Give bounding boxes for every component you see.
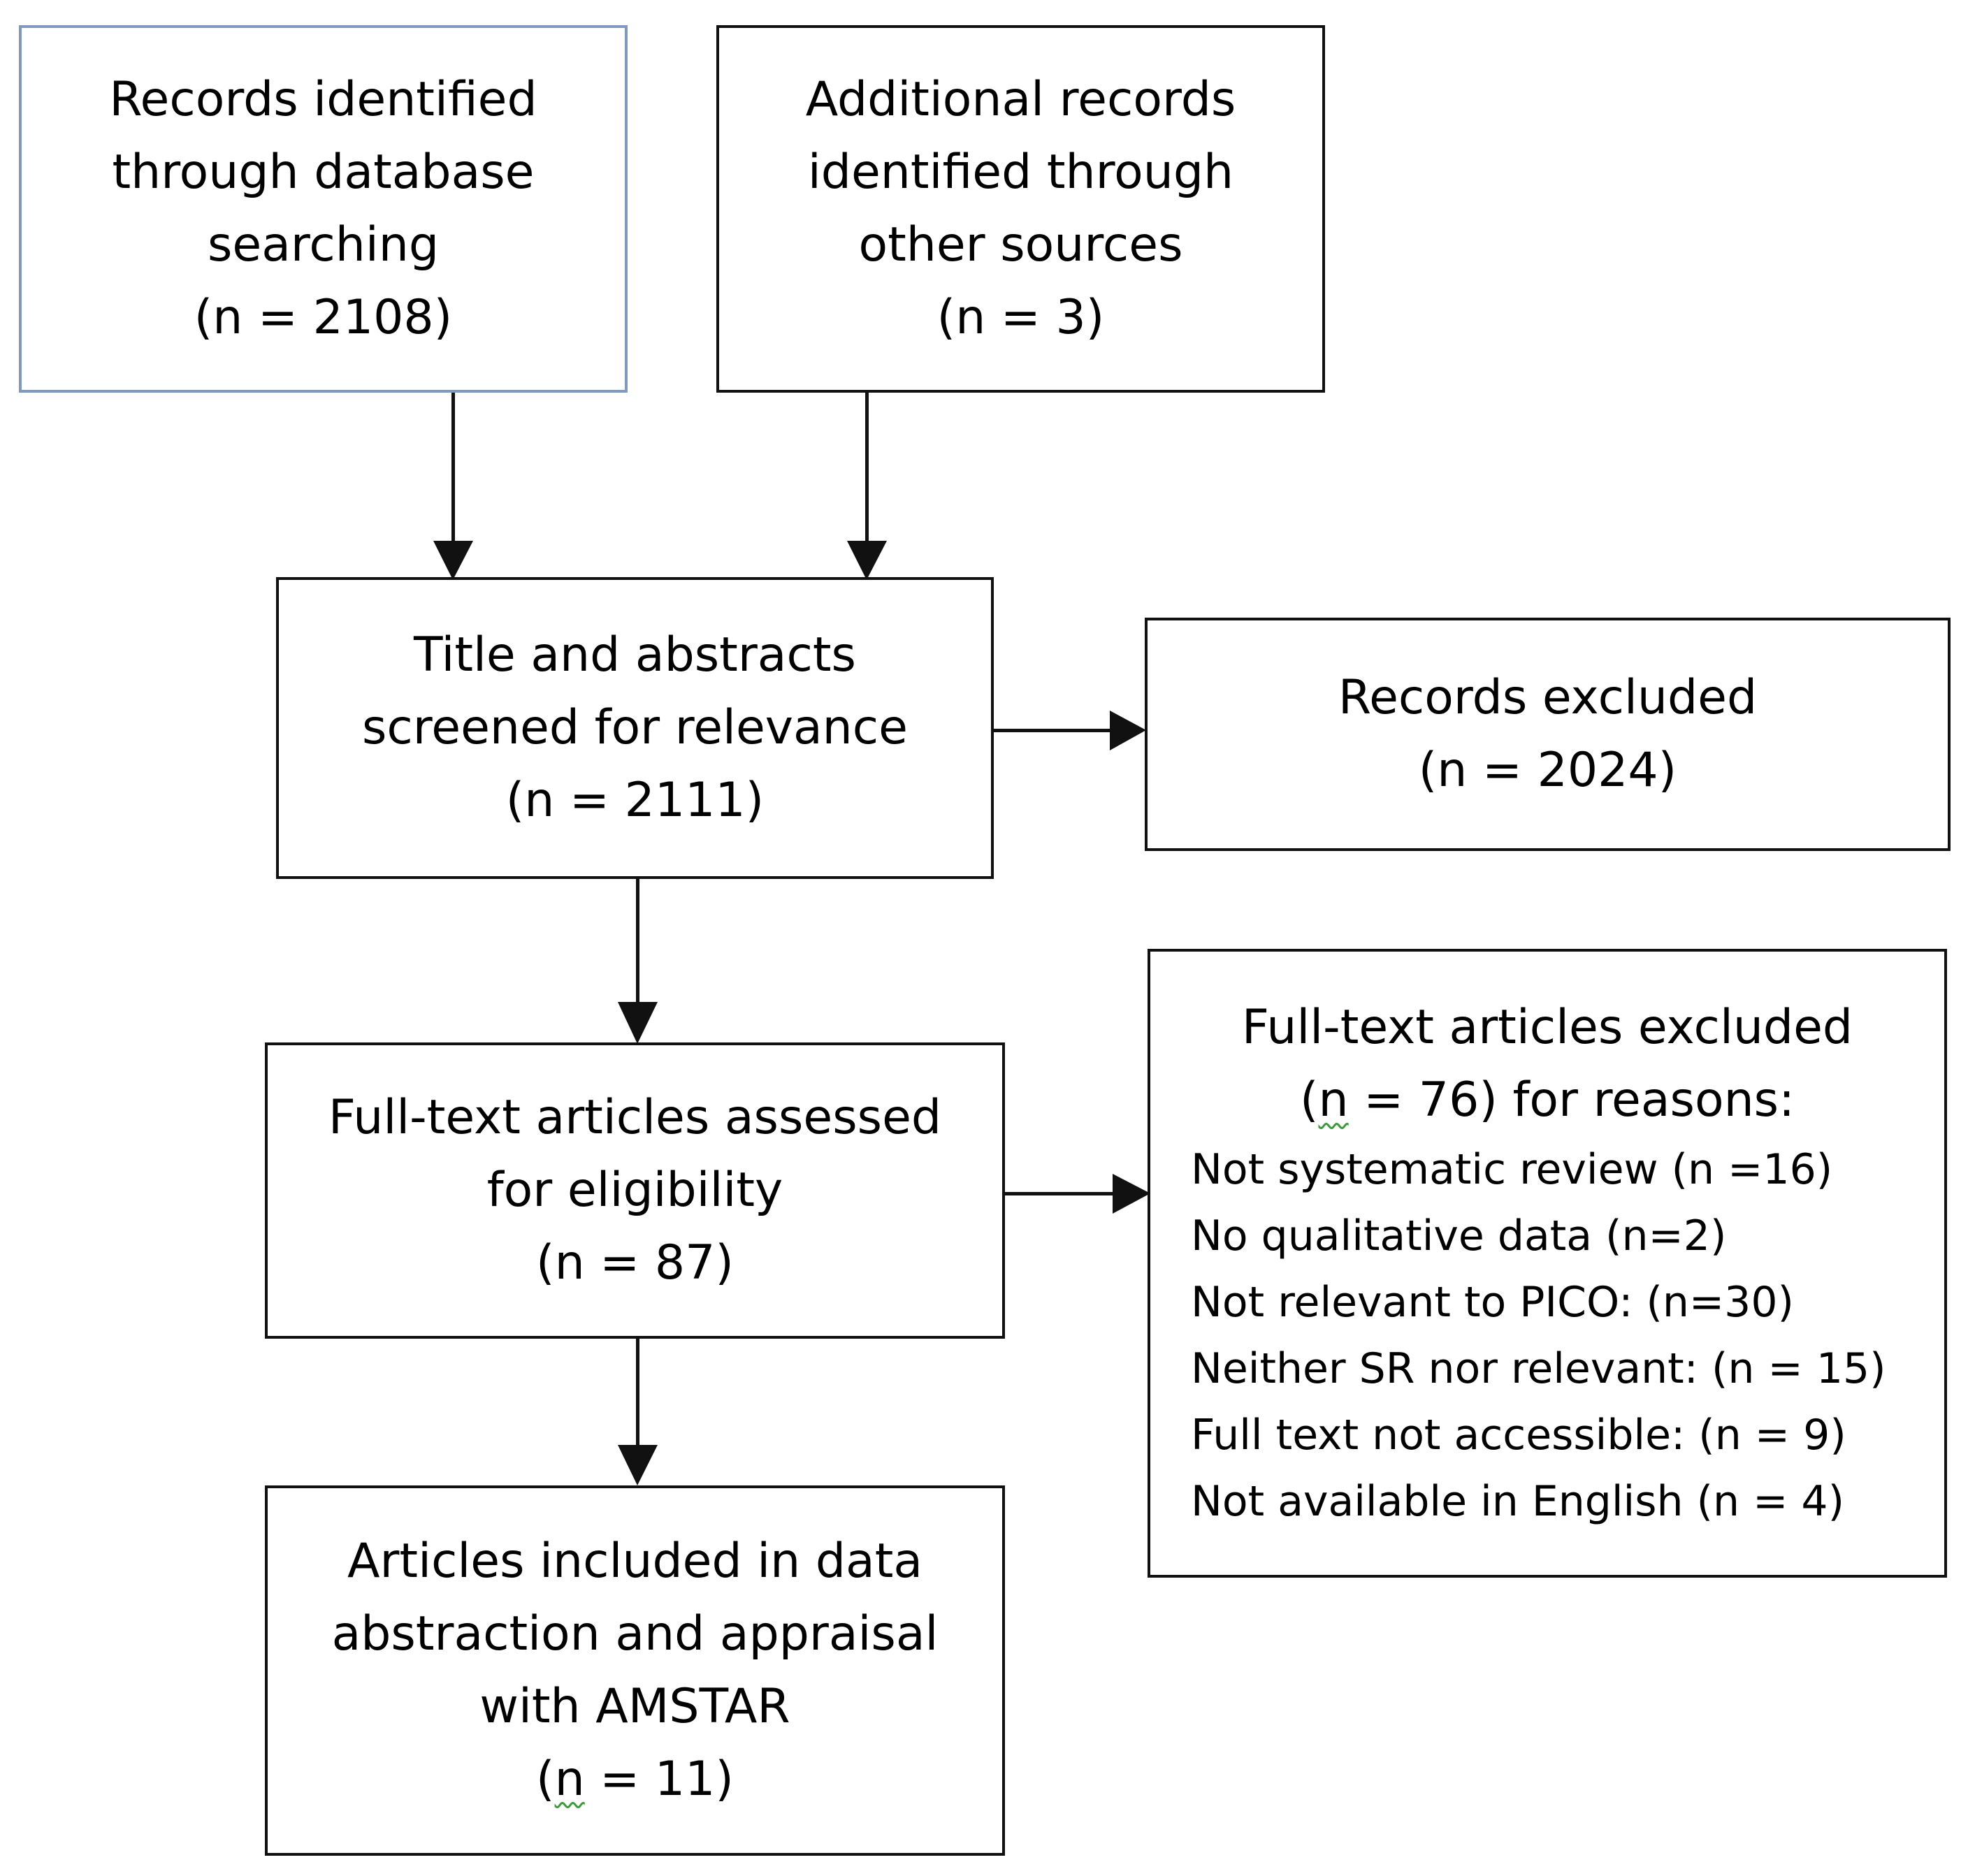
arrow-database-to-screening-head: [433, 541, 473, 580]
included-line-2: abstraction and appraisal: [331, 1606, 939, 1662]
arrow-database-to-screening-shaft: [451, 393, 455, 544]
exclusion-reason: Neither SR nor relevant: (n = 15): [1191, 1344, 1886, 1393]
exclusion-reason: Not available in English (n = 4): [1191, 1477, 1845, 1526]
exclusion-reason: Full text not accessible: (n = 9): [1191, 1411, 1846, 1460]
included-count-open: (: [536, 1752, 555, 1807]
full-text-assessed-count: (n = 87): [536, 1235, 734, 1290]
records-excluded-count: (n = 2024): [1418, 743, 1677, 798]
arrow-assessed-to-fulltext-excluded-shaft: [1005, 1192, 1117, 1195]
included-count-rest: = 11): [584, 1752, 734, 1807]
full-text-excluded-count-rest: = 76) for reasons:: [1348, 1072, 1795, 1128]
database-records-count: (n = 2108): [194, 290, 453, 345]
included-line-1: Articles included in data: [347, 1534, 923, 1589]
arrow-assessed-to-fulltext-excluded-head: [1113, 1174, 1150, 1214]
screening-box: Title and abstracts screened for relevan…: [276, 577, 994, 879]
exclusion-reason: Not relevant to PICO: (n=30): [1191, 1278, 1794, 1327]
arrow-other-to-screening-shaft: [865, 393, 869, 544]
other-records-line-3: other sources: [858, 217, 1183, 272]
database-records-box: Records identified through database sear…: [19, 25, 628, 393]
full-text-assessed-line-1: Full-text articles assessed: [328, 1090, 942, 1145]
full-text-assessed-box: Full-text articles assessed for eligibil…: [265, 1042, 1005, 1339]
arrow-screening-to-excluded-shaft: [994, 729, 1114, 732]
full-text-excluded-box: Full-text articles excluded (n = 76) for…: [1148, 949, 1947, 1578]
included-count: (n = 11): [536, 1743, 734, 1816]
arrow-assessed-to-included-head: [618, 1445, 658, 1485]
arrow-assessed-to-included-shaft: [636, 1339, 639, 1448]
exclusion-reasons-list: Not systematic review (n =16) No qualita…: [1150, 1137, 1944, 1535]
included-line-3: with AMSTAR: [479, 1679, 790, 1734]
database-records-line-3: searching: [207, 217, 440, 272]
database-records-line-1: Records identified: [109, 72, 537, 127]
full-text-excluded-count-open: (: [1299, 1072, 1319, 1128]
arrow-other-to-screening-head: [847, 541, 887, 580]
records-excluded-line-1: Records excluded: [1338, 670, 1758, 725]
other-records-count: (n = 3): [936, 290, 1105, 345]
records-excluded-box: Records excluded (n = 2024): [1145, 618, 1951, 851]
other-records-box: Additional records identified through ot…: [716, 25, 1325, 393]
other-records-line-2: identified through: [807, 145, 1234, 200]
arrow-screening-to-assessed-shaft: [636, 879, 639, 1005]
database-records-line-2: through database: [112, 145, 535, 200]
screening-line-1: Title and abstracts: [414, 627, 856, 683]
screening-line-2: screened for relevance: [361, 700, 909, 755]
full-text-excluded-count: (n = 76) for reasons:: [1150, 1064, 1944, 1137]
included-count-n: n: [554, 1752, 585, 1807]
arrow-screening-to-excluded-head: [1110, 711, 1146, 750]
screening-count: (n = 2111): [505, 773, 765, 828]
arrow-screening-to-assessed-head: [618, 1002, 658, 1044]
exclusion-reason: Not systematic review (n =16): [1191, 1145, 1833, 1194]
other-records-line-1: Additional records: [805, 72, 1236, 127]
included-articles-box: Articles included in data abstraction an…: [265, 1485, 1005, 1856]
exclusion-reason: No qualitative data (n=2): [1191, 1212, 1727, 1260]
full-text-excluded-title: Full-text articles excluded: [1241, 1000, 1853, 1055]
full-text-excluded-count-n: n: [1318, 1072, 1349, 1128]
full-text-assessed-line-2: for eligibility: [486, 1163, 783, 1218]
